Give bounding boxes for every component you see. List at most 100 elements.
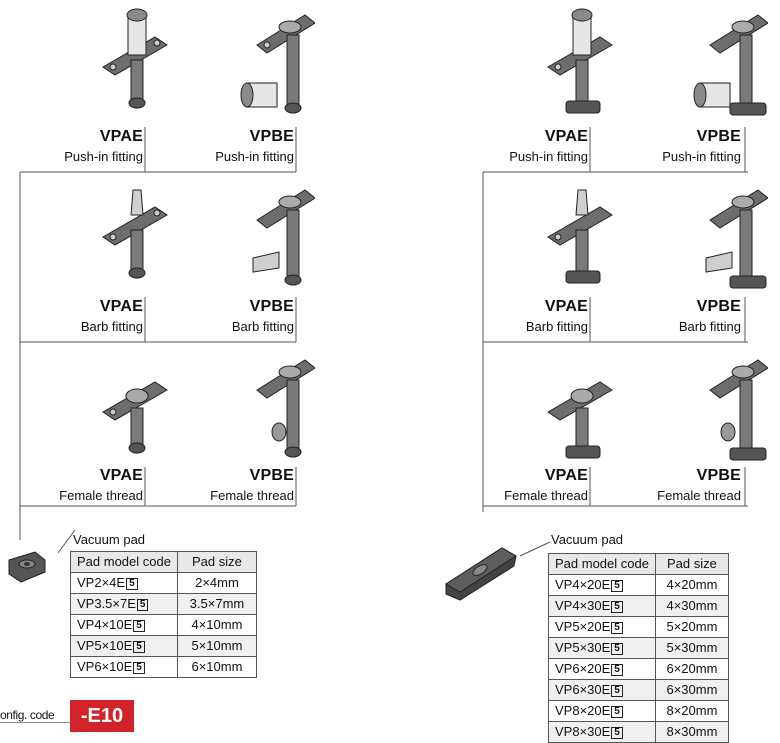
suffix-box: 5 [611, 622, 623, 634]
pad-code: VP4×20E [555, 577, 610, 592]
column-header: Pad size [655, 554, 728, 575]
pad-size: 2×4mm [177, 573, 256, 594]
vpae-female-thread-illustration [95, 360, 175, 460]
left-barb-vpae-desc: Barb fitting [81, 319, 143, 334]
left-push-vpbe-desc: Push-in fitting [215, 149, 294, 164]
pad-code: VP2×4E [77, 575, 125, 590]
right-female-vpae-model: VPAE [545, 467, 588, 485]
config-code-label: onfig. code [0, 708, 54, 722]
table-header-row: Pad model code Pad size [71, 552, 257, 573]
left-barb-vpbe-desc: Barb fitting [232, 319, 294, 334]
right-barb-vpbe-model: VPBE [697, 298, 741, 316]
left-push-vpae-desc: Push-in fitting [64, 149, 143, 164]
column-header: Pad size [177, 552, 256, 573]
pad-code: VP6×20E [555, 661, 610, 676]
pad-code: VP8×30E [555, 724, 610, 739]
pad-size: 3.5×7mm [177, 594, 256, 615]
vpbe-push-in-illustration [688, 5, 768, 120]
pad-size: 6×20mm [655, 659, 728, 680]
pad-code: VP6×10E [77, 659, 132, 674]
left-vacuum-pad-label: Vacuum pad [73, 532, 145, 547]
table-header-row: Pad model code Pad size [549, 554, 729, 575]
right-push-vpbe-model: VPBE [697, 128, 741, 146]
vpae-push-in-illustration [540, 5, 620, 120]
pad-code: VP8×20E [555, 703, 610, 718]
suffix-box: 5 [133, 662, 145, 674]
suffix-box: 5 [137, 599, 149, 611]
left-female-vpae-model: VPAE [100, 467, 143, 485]
config-code-value: -E10 [70, 700, 134, 732]
vpbe-female-thread-illustration [235, 350, 315, 460]
config-divider [0, 722, 70, 723]
config-code-badge: onfig. code -E10 [0, 700, 134, 742]
pad-code: VP4×10E [77, 617, 132, 632]
vpbe-barb-illustration [688, 180, 768, 295]
right-barb-vpae-desc: Barb fitting [526, 319, 588, 334]
left-push-vpae-model: VPAE [100, 128, 143, 146]
right-female-vpbe-desc: Female thread [657, 488, 741, 503]
pad-size: 4×20mm [655, 575, 728, 596]
pad-size: 5×30mm [655, 638, 728, 659]
left-barb-vpae-model: VPAE [100, 298, 143, 316]
column-header: Pad model code [71, 552, 178, 573]
pad-size: 5×10mm [177, 636, 256, 657]
column-header: Pad model code [549, 554, 656, 575]
left-female-vpbe-model: VPBE [250, 467, 294, 485]
left-barb-vpbe-model: VPBE [250, 298, 294, 316]
vacuum-pad-large-illustration [440, 538, 520, 606]
vpbe-female-thread-illustration [688, 350, 768, 465]
suffix-box: 5 [611, 580, 623, 592]
vpbe-push-in-illustration [235, 5, 315, 120]
right-push-vpae-model: VPAE [545, 128, 588, 146]
pad-size: 8×30mm [655, 722, 728, 743]
right-push-vpae-desc: Push-in fitting [509, 149, 588, 164]
right-female-vpae-desc: Female thread [504, 488, 588, 503]
suffix-box: 5 [611, 706, 623, 718]
suffix-box: 5 [133, 620, 145, 632]
pad-code: VP5×20E [555, 619, 610, 634]
pad-size: 4×10mm [177, 615, 256, 636]
vpae-barb-illustration [540, 185, 620, 290]
left-push-vpbe-model: VPBE [250, 128, 294, 146]
vacuum-pad-small-illustration [5, 548, 50, 588]
left-female-vpbe-desc: Female thread [210, 488, 294, 503]
suffix-box: 5 [611, 601, 623, 613]
pad-code: VP6×30E [555, 682, 610, 697]
vpae-female-thread-illustration [540, 360, 620, 465]
pad-size: 4×30mm [655, 596, 728, 617]
pad-size: 5×20mm [655, 617, 728, 638]
right-push-vpbe-desc: Push-in fitting [662, 149, 741, 164]
pad-code: VP3.5×7E [77, 596, 136, 611]
pad-code: VP4×30E [555, 598, 610, 613]
right-female-vpbe-model: VPBE [697, 467, 741, 485]
pad-code: VP5×30E [555, 640, 610, 655]
suffix-box: 5 [126, 578, 138, 590]
suffix-box: 5 [611, 643, 623, 655]
suffix-box: 5 [611, 685, 623, 697]
vpae-push-in-illustration [95, 5, 175, 115]
pad-size: 8×20mm [655, 701, 728, 722]
table-row: VP5×10E55×10mm [71, 636, 257, 657]
pad-size: 6×30mm [655, 680, 728, 701]
right-barb-vpbe-desc: Barb fitting [679, 319, 741, 334]
left-female-vpae-desc: Female thread [59, 488, 143, 503]
pad-size: 6×10mm [177, 657, 256, 678]
suffix-box: 5 [133, 641, 145, 653]
suffix-box: 5 [611, 727, 623, 739]
right-vacuum-pad-label: Vacuum pad [551, 532, 623, 547]
right-barb-vpae-model: VPAE [545, 298, 588, 316]
